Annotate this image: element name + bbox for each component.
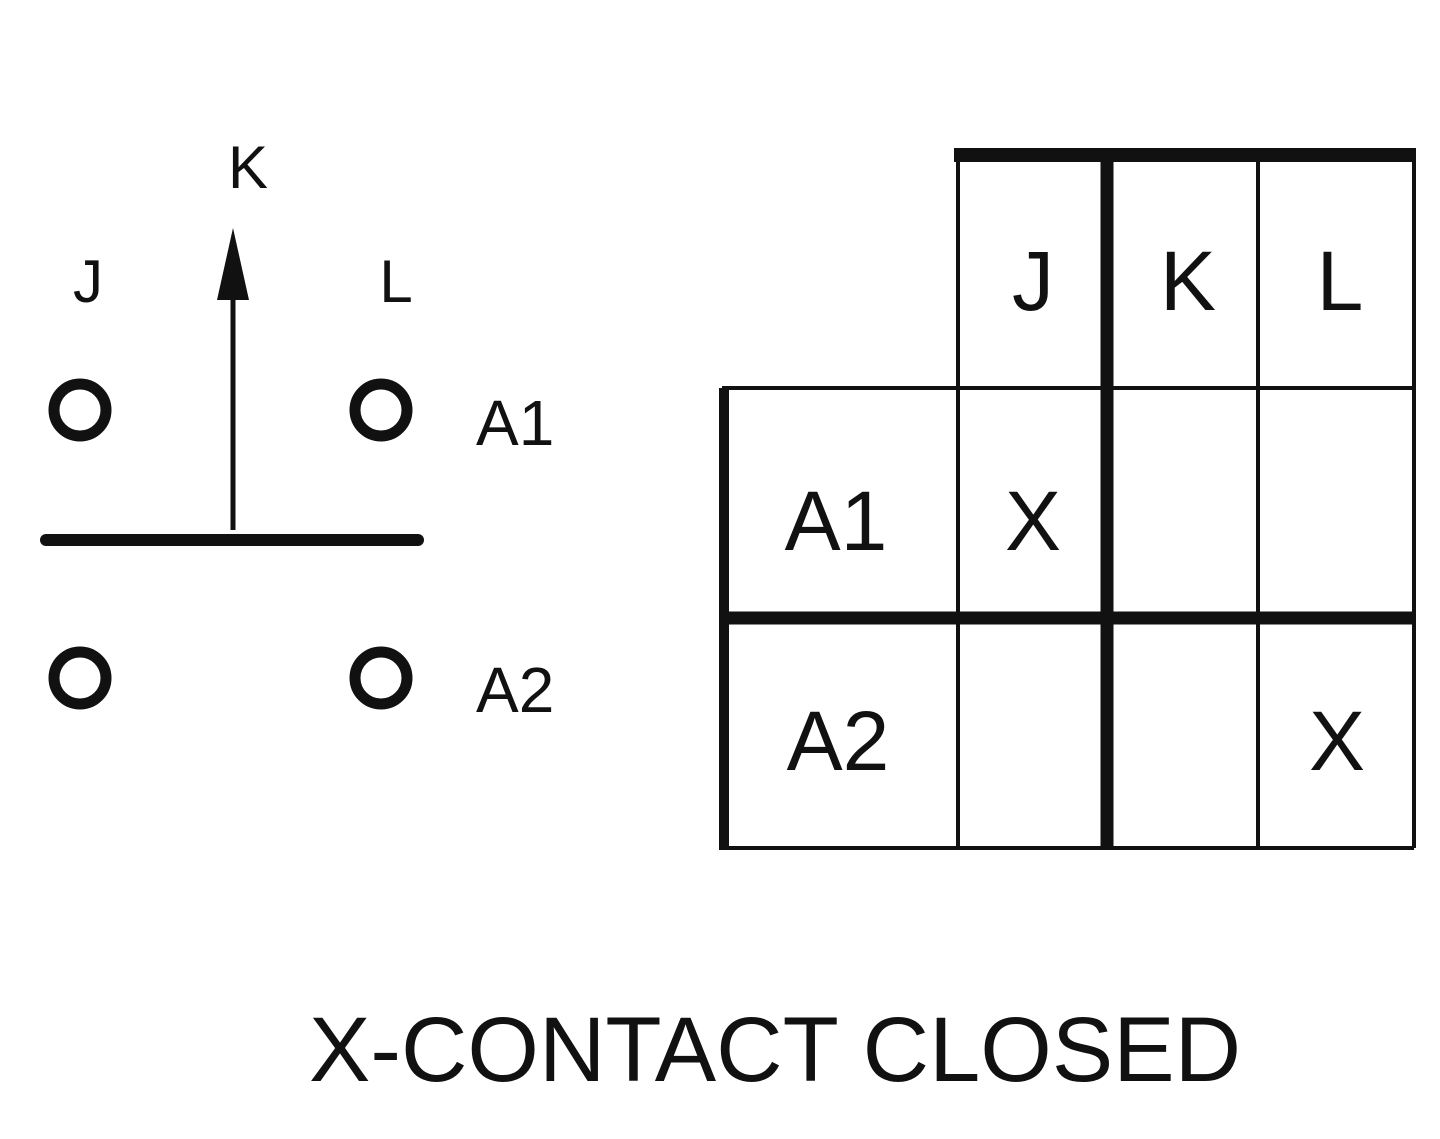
label-contact-a1: A1 xyxy=(476,387,554,459)
cell-a1-j: X xyxy=(1005,474,1061,568)
terminal-l-a1-icon xyxy=(349,378,413,442)
terminal-j-a2-icon xyxy=(48,646,112,710)
label-k-position: K xyxy=(228,134,268,201)
label-j-position: J xyxy=(73,248,103,315)
pointer-arrow-head-icon xyxy=(217,228,249,300)
row-label-a2: A2 xyxy=(787,694,890,788)
label-contact-a2: A2 xyxy=(476,654,554,726)
column-header-l: L xyxy=(1317,234,1364,328)
terminal-l-a2-icon xyxy=(349,646,413,710)
contact-table: J K L A1 A2 X X xyxy=(719,148,1416,850)
label-l-position: L xyxy=(379,248,412,315)
column-header-k: K xyxy=(1160,234,1216,328)
cell-a2-l: X xyxy=(1309,694,1365,788)
terminal-j-a1-icon xyxy=(48,378,112,442)
table-grid-thick xyxy=(719,148,1416,850)
switch-schematic: K J L A1 A2 xyxy=(40,134,554,726)
diagram-caption: X-CONTACT CLOSED xyxy=(308,999,1242,1101)
table-grid-thin xyxy=(722,155,1416,850)
column-header-j: J xyxy=(1012,234,1054,328)
row-label-a1: A1 xyxy=(785,474,888,568)
